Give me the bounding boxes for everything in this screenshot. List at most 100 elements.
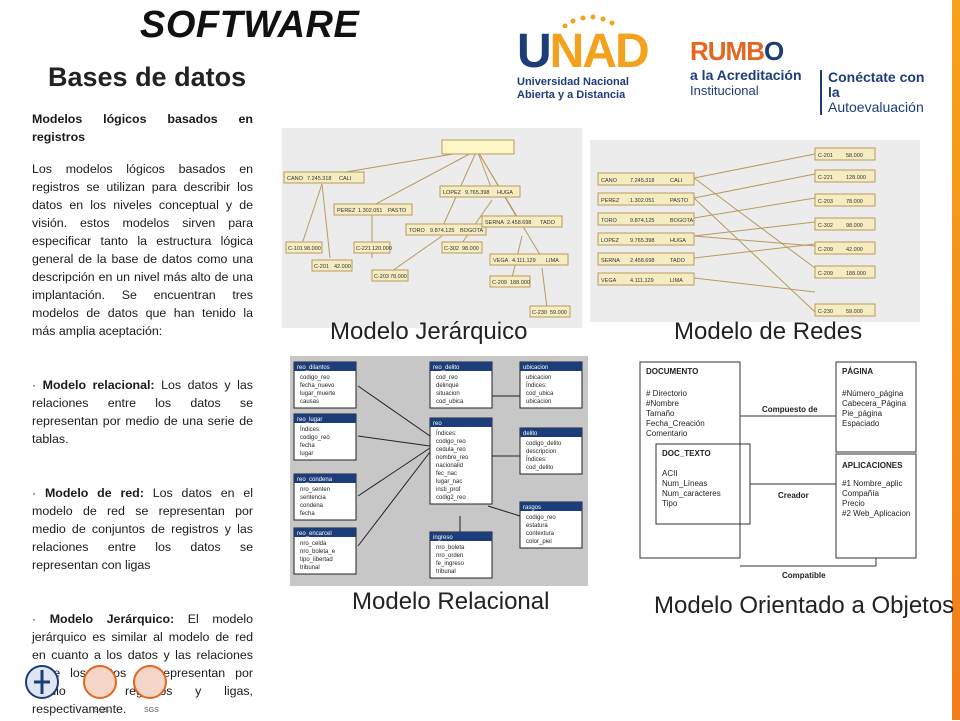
logo-dots-icon	[562, 14, 615, 28]
table-field: tribunal	[300, 565, 320, 571]
term: Modelo relacional:	[42, 378, 155, 392]
sgs-label: SGS	[144, 707, 159, 714]
table-name: reo_delito	[433, 365, 460, 371]
node-label: SERNA	[485, 220, 504, 226]
record-label: 59.000	[846, 309, 863, 315]
record-label: C-221	[818, 175, 833, 181]
table-box: reo_encarcelnro_celdanro_boleta_etipo_li…	[293, 527, 357, 575]
table-name: delito	[523, 431, 538, 437]
node-label: 9.765.398	[465, 190, 489, 196]
term: Modelo Jerárquico:	[49, 612, 175, 626]
box-title: DOC_TEXTO	[662, 449, 711, 458]
caption-relacional: Modelo Relacional	[352, 588, 550, 615]
record-label: 78.000	[846, 199, 863, 205]
node-label: TORO	[409, 228, 426, 234]
record-label: PEREZ	[601, 198, 620, 204]
box-line: # Directorio	[646, 389, 687, 398]
box-title: DOCUMENTO	[646, 367, 698, 376]
table-field: Índices:	[526, 456, 547, 463]
item-text: Los datos en el modelo de red se represe…	[32, 486, 253, 572]
table-field: situacion	[436, 391, 460, 397]
record-label: 98.000	[846, 223, 863, 229]
node-label: CALI	[339, 176, 352, 182]
record-label: BOGOTA	[670, 218, 693, 224]
unad-line1: Universidad Nacional	[517, 76, 629, 88]
table-field: estatura	[526, 523, 548, 529]
figure-objetos: DOCUMENTO # Directorio #Nombre Tamaño Fe…	[622, 356, 924, 586]
rumbo-line2: Institucional	[690, 83, 759, 98]
term: Modelo de red:	[44, 486, 144, 500]
caption-jerarquico: Modelo Jerárquico	[330, 318, 528, 345]
table-field: causas	[300, 399, 319, 405]
box-line: #Número_página	[842, 389, 904, 398]
table-field: sentencia	[300, 495, 326, 501]
unad-logo: UNAD Universidad Nacional Abierta y a Di…	[517, 14, 650, 109]
table-field: contextura	[526, 531, 555, 537]
node-label: 78.000	[390, 274, 407, 280]
table-name: reo	[433, 421, 442, 427]
table-field: fecha	[300, 443, 315, 449]
node-label: 2.458.698	[507, 220, 531, 226]
node-label: LIMA	[546, 258, 559, 264]
table-field: insti_prof	[436, 487, 461, 493]
box-line: Fecha_Creación	[646, 419, 705, 428]
table-field: codig2_reo	[436, 495, 466, 501]
rumbo-logo: RUMBO a la Acreditación Institucional Co…	[690, 36, 930, 115]
node-label: 4.111.129	[512, 258, 536, 264]
record-label: TADO	[670, 258, 686, 264]
table-box: reo_dilantoscodigo_reofecha_nuevolugar_m…	[293, 361, 357, 409]
table-field: lugar	[300, 451, 313, 457]
box-line: Tamaño	[646, 409, 675, 418]
node-label: LOPEZ	[443, 190, 462, 196]
table-field: lugar_muerte	[300, 391, 336, 397]
bullet: ·	[32, 486, 45, 500]
table-field: Índices:	[526, 382, 547, 389]
box-line: #2 Web_Aplicacion	[842, 509, 910, 518]
footer-icons: SGS SGS	[24, 660, 174, 716]
table-field: ubicacion	[526, 375, 551, 381]
record-label: 9.874.125	[630, 218, 654, 224]
node-label: CANO	[287, 176, 304, 182]
box-title: APLICACIONES	[842, 461, 903, 470]
box-line: Num_caracteres	[662, 489, 721, 498]
record-label: 188.000	[846, 271, 866, 277]
table-field: Índices:	[300, 426, 321, 433]
relation-label: Creador	[778, 491, 809, 500]
item-text: El modelo jerárquico es similar al model…	[32, 612, 253, 716]
node-label: C-209	[492, 280, 507, 286]
table-field: cod_reo	[436, 375, 458, 381]
table-field: nro_senten	[300, 487, 330, 493]
record-label: HUGA	[670, 238, 686, 244]
record-label: 2.458.698	[630, 258, 654, 264]
node-label: C-230	[532, 310, 547, 316]
table-field: codigo_reo	[300, 435, 330, 441]
section-heading: Modelos lógicos basados en registros	[32, 112, 253, 144]
unad-icon-mark	[34, 670, 50, 694]
node-label: VEGA	[493, 258, 509, 264]
caption-objetos: Modelo Orientado a Objetos	[654, 592, 955, 619]
record-label: C-209	[818, 247, 833, 253]
node-label: TADO	[540, 220, 556, 226]
table-field: nombre_reo	[436, 455, 469, 461]
box-line: Espaciado	[842, 419, 880, 428]
relation-label: Compatible	[782, 571, 826, 580]
sgs-icon	[83, 665, 117, 699]
table-field: condena	[300, 503, 324, 509]
table-field: Índices:	[436, 430, 457, 437]
record-label: 1.302.051	[630, 198, 654, 204]
record-label: C-201	[818, 153, 833, 159]
box-line: Comentario	[646, 429, 688, 438]
record-label: 7.245.318	[630, 178, 654, 184]
table-field: tipo_libertad	[300, 557, 333, 563]
item-red: · Modelo de red: Los datos en el modelo …	[32, 484, 253, 574]
table-field: codigo_delito	[526, 441, 562, 447]
node-label: 98.000	[304, 246, 321, 252]
table-field: cod_ubica	[436, 399, 464, 405]
table-field: nro_orden	[436, 553, 463, 559]
table-field: delinque	[436, 383, 459, 389]
table-field: fecha_nuevo	[300, 383, 335, 389]
table-box: ingresonro_boletanro_ordenfe_ingresotrib…	[429, 531, 493, 579]
node-label: PEREZ	[337, 208, 356, 214]
record-label: VEGA	[601, 278, 617, 284]
